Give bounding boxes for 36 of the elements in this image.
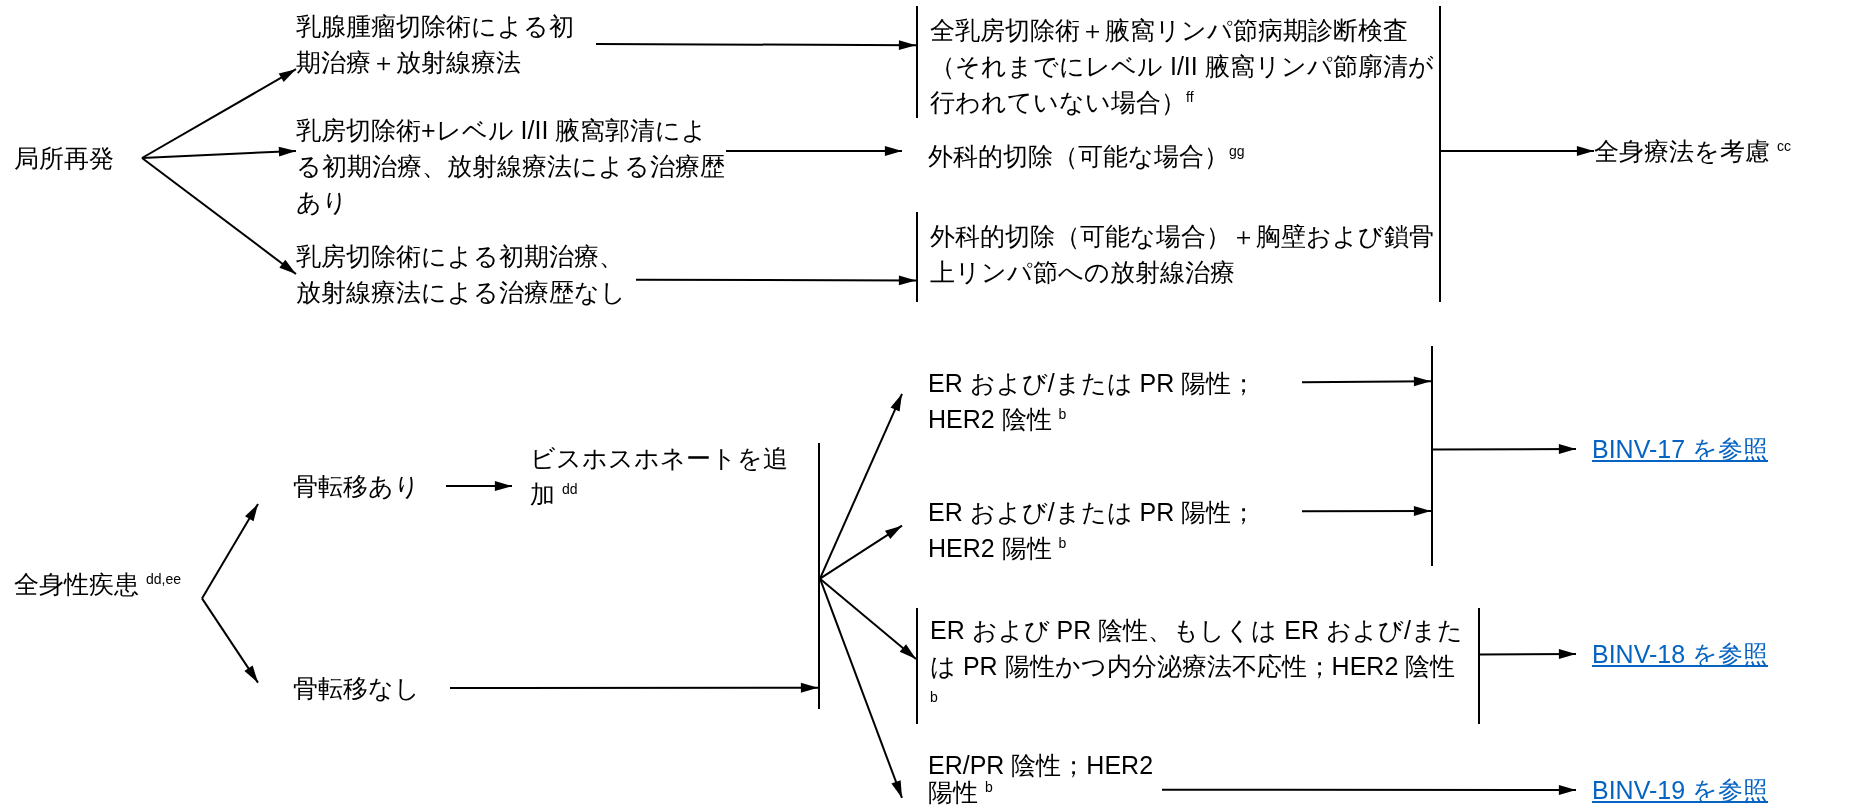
step-text: 乳腺腫瘤切除術による初期治療＋放射線療法 (296, 8, 596, 80)
arrow (819, 392, 903, 580)
arrow (635, 275, 917, 286)
step-text: 全身療法を考慮 $^{cc}$ (1594, 133, 1814, 169)
step-text: 乳房切除術による初期治療、放射線療法による治療歴なし (296, 238, 636, 310)
arrow (819, 524, 903, 580)
step-text: 全身性疾患 $^{dd,ee}$ (14, 566, 202, 602)
link: BINV-18 を参照 (1576, 636, 1836, 672)
arrow (449, 682, 819, 693)
arrow (1432, 444, 1577, 454)
arrow (725, 146, 903, 156)
arrow (1479, 649, 1577, 659)
arrow (445, 481, 513, 491)
arrow (201, 597, 259, 684)
arrow (141, 157, 297, 275)
step-text: 骨転移あり (258, 468, 446, 504)
step-text: 骨転移なし (258, 670, 450, 706)
arrow (595, 40, 917, 51)
arrow (819, 577, 903, 799)
arrow (1440, 146, 1595, 156)
step-text: 局所再発 (14, 140, 142, 176)
arrow (1161, 785, 1577, 795)
step-text: 外科的切除（可能な場合）$^{gg}$ (902, 138, 1322, 174)
arrow (1301, 506, 1432, 516)
arrow (141, 146, 297, 159)
arrow (819, 577, 917, 661)
step-text: ER および/または PR 陽性；HER2 陽性 $^{b}$ (902, 494, 1302, 566)
link: BINV-17 を参照 (1576, 431, 1836, 467)
step-text: ビスホスホネートを追加 $^{dd}$ (512, 440, 812, 512)
step-text: 乳房切除術+レベル I/II 腋窩郭清による初期治療、放射線療法による治療歴あり (296, 112, 726, 220)
link: BINV-19 を参照 (1576, 772, 1836, 807)
step-text: ER/PR 陰性；HER2 陽性 $^{b}$ (902, 752, 1162, 806)
step-text: ER および/または PR 陽性；HER2 陰性 $^{b}$ (902, 365, 1302, 437)
arrow (1301, 376, 1432, 387)
arrow (201, 503, 259, 600)
arrow (141, 68, 297, 159)
